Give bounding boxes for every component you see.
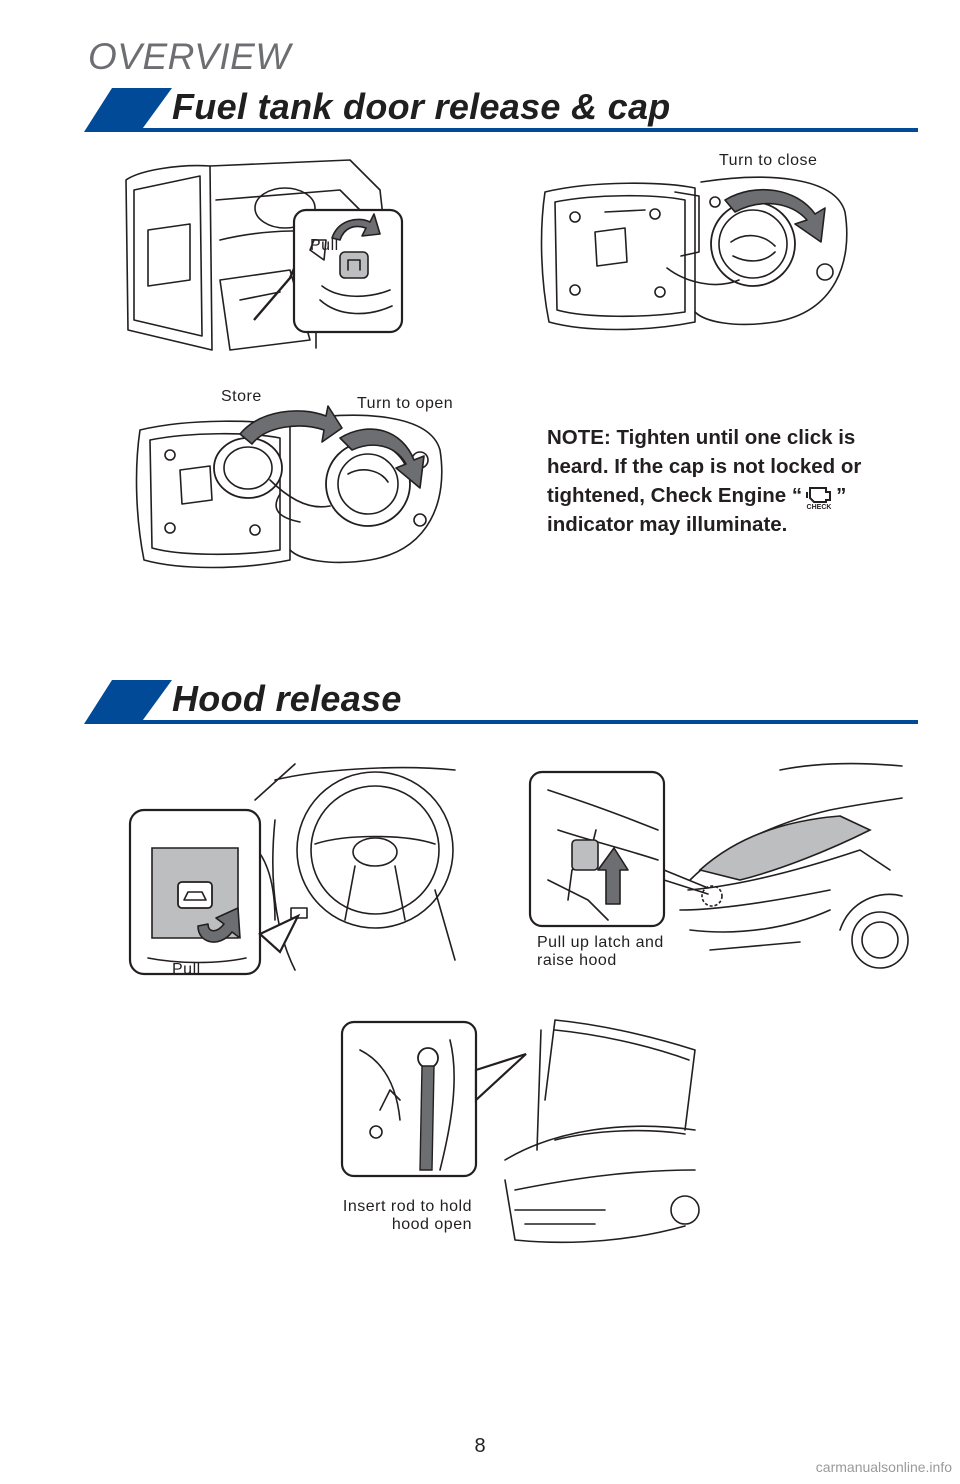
rod-label-line-2: hood open: [391, 1216, 472, 1233]
hood-section-title: Hood release: [172, 678, 402, 719]
note-line-4: indicator may illuminate.: [547, 513, 788, 536]
check-engine-icon: CHECK: [802, 484, 836, 511]
page-number: 8: [474, 1435, 486, 1457]
fuel-section-title: Fuel tank door release & cap: [172, 86, 671, 127]
check-engine-icon-text: CHECK: [807, 504, 832, 511]
hood-release-lever-callout: [128, 808, 301, 976]
latch-label-line-2: raise hood: [537, 952, 617, 969]
hood-rod-callout: [340, 1020, 527, 1178]
turn-to-close-label: Turn to close: [719, 152, 818, 169]
hood-section-bar: [84, 680, 918, 724]
note-line-3-end: ”: [836, 484, 847, 507]
car-front-hood-illustration: [679, 762, 909, 969]
hood-latch-callout: [528, 770, 709, 928]
note-line-2: heard. If the cap is not locked or: [547, 455, 862, 478]
store-label: Store: [221, 388, 262, 405]
latch-label-line-1: Pull up latch and: [537, 934, 664, 951]
turn-to-open-label: Turn to open: [357, 395, 454, 412]
dashboard-steering-illustration: [244, 763, 456, 971]
note-line-1: NOTE: Tighten until one click is: [547, 426, 856, 449]
note-line-3-start: tightened, Check Engine “: [547, 484, 803, 507]
hood-release-pull-label: Pull: [172, 961, 201, 978]
fuel-cap-note: NOTE: Tighten until one click is heard. …: [547, 423, 907, 539]
fuel-release-pull-label: Pull: [310, 237, 339, 254]
car-hood-open-illustration: [504, 1019, 700, 1244]
watermark: carmanualsonline.info: [815, 1459, 952, 1475]
fuel-cap-close-illustration: [540, 176, 848, 331]
fuel-release-lever-callout: [253, 208, 404, 334]
section-header: OVERVIEW: [88, 36, 291, 77]
fuel-section-bar: [84, 88, 918, 132]
rod-label-line-1: Insert rod to hold: [342, 1198, 472, 1215]
note-line-3: tightened, Check Engine “ CHECK ”: [547, 481, 907, 511]
fuel-cap-open-illustration: [135, 405, 443, 569]
